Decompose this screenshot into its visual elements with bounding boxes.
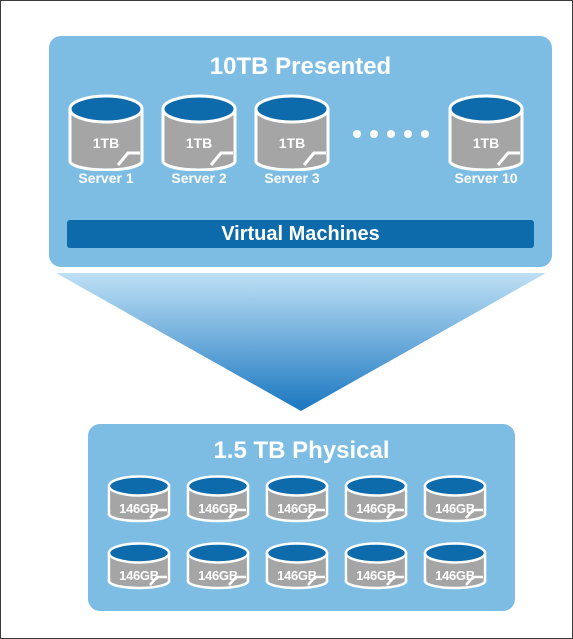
physical-disk: 146GB [343, 541, 409, 591]
server-label: Server 1 [78, 170, 134, 186]
disk-icon [423, 542, 487, 590]
disk-capacity-label: 146GB [119, 568, 159, 583]
disk-icon [186, 475, 250, 523]
server-label: Server 3 [264, 170, 320, 186]
server-label: Server 2 [171, 170, 227, 186]
disk-icon [107, 542, 171, 590]
disk-icon [344, 475, 408, 523]
virtual-disk-server-1: 1TB Server 1 [66, 91, 146, 191]
virtual-disk-server-2: 1TB Server 2 [159, 91, 239, 191]
physical-disk: 146GB [264, 541, 330, 591]
disk-capacity-label: 146GB [356, 568, 396, 583]
disk-capacity-label: 146GB [277, 501, 317, 516]
disk-capacity-label: 1TB [92, 135, 120, 151]
server-label: Server 10 [454, 170, 518, 186]
disk-capacity-label: 146GB [198, 501, 238, 516]
physical-disk: 146GB [422, 474, 488, 524]
physical-storage-title: 1.5 TB Physical [213, 437, 390, 464]
physical-disk: 146GB [185, 541, 251, 591]
disk-icon [254, 94, 330, 171]
virtual-storage-title: 10TB Presented [209, 53, 392, 80]
disk-icon [68, 94, 144, 171]
disk-icon [107, 475, 171, 523]
ellipsis-dots-icon [353, 130, 429, 138]
disk-icon [265, 542, 329, 590]
physical-disk: 146GB [264, 474, 330, 524]
disk-icon [448, 94, 524, 171]
disk-capacity-label: 1TB [278, 135, 306, 151]
disk-capacity-label: 146GB [435, 568, 475, 583]
physical-disk: 146GB [106, 541, 172, 591]
disk-capacity-label: 146GB [277, 568, 317, 583]
physical-disk: 146GB [422, 541, 488, 591]
physical-storage-panel: 1.5 TB Physical 146GB 146GB 146GB 146GB 146G… [88, 424, 515, 611]
virtual-disk-server-3: 1TB Server 3 [252, 91, 332, 191]
virtual-disk-server-10: 1TB Server 10 [446, 91, 526, 191]
physical-disk: 146GB [106, 474, 172, 524]
disk-capacity-label: 146GB [356, 501, 396, 516]
virtual-machines-bar: Virtual Machines [67, 220, 534, 248]
disk-capacity-label: 146GB [119, 501, 159, 516]
disk-icon [265, 475, 329, 523]
physical-disk: 146GB [185, 474, 251, 524]
funnel-arrow-icon [56, 273, 546, 411]
disk-capacity-label: 1TB [472, 135, 500, 151]
disk-capacity-label: 146GB [198, 568, 238, 583]
disk-capacity-label: 146GB [435, 501, 475, 516]
physical-disk: 146GB [343, 474, 409, 524]
disk-icon [186, 542, 250, 590]
disk-capacity-label: 1TB [185, 135, 213, 151]
disk-icon [344, 542, 408, 590]
disk-icon [161, 94, 237, 171]
virtual-storage-panel: 10TB Presented 1TB Server 1 1TB Server 2 [49, 36, 552, 267]
disk-icon [423, 475, 487, 523]
